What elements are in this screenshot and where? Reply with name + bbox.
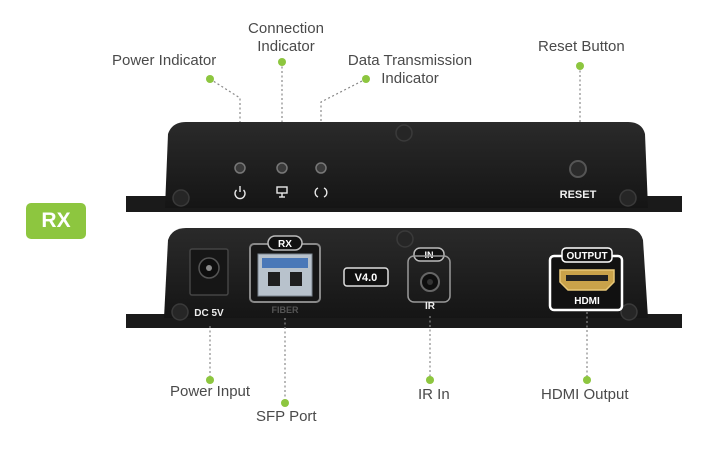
sfp-port-label: SFP Port [256, 408, 317, 425]
sfp-tag: RX [278, 239, 292, 250]
data-transmission-icon [314, 187, 328, 198]
sfp-port-dot [281, 399, 289, 407]
hdmi-tag: OUTPUT [566, 251, 607, 262]
ir-frame [407, 255, 451, 303]
dc-label: DC 5V [194, 308, 224, 319]
bottom-panel: DC 5V RX FIBER V4.0 IN IR OUTPUT HDMI [126, 228, 682, 328]
version-box [343, 267, 389, 287]
connection-indicator-dot [278, 58, 286, 66]
ir-tag: IN [425, 250, 434, 260]
top-screw-top [395, 124, 413, 142]
ir-label: IR [425, 301, 436, 312]
hdmi-label: HDMI [574, 296, 600, 307]
reset-button-label: Reset Button [538, 38, 625, 55]
hdmi-output-label: HDMI Output [541, 386, 629, 403]
power-icon [234, 186, 246, 200]
power-input-dot [206, 376, 214, 384]
reset-label: RESET [560, 189, 597, 201]
data-led [315, 162, 327, 174]
sfp-label: FIBER [272, 305, 300, 315]
connection-led [276, 162, 288, 174]
ir-tag-box [413, 247, 445, 262]
power-led [234, 162, 246, 174]
bottom-screw-top [396, 230, 414, 248]
data-indicator-line2: Indicator [381, 70, 439, 87]
data-indicator-leader [320, 78, 367, 165]
top-dots [206, 58, 584, 83]
reset-button-dot [576, 62, 584, 70]
bottom-screw-right [620, 303, 638, 321]
top-screw-right [619, 189, 637, 207]
ir-in-dot [426, 376, 434, 384]
connection-indicator-line2: Indicator [257, 38, 315, 55]
data-transmission-indicator-label: Data Transmission Indicator [342, 52, 478, 88]
top-screw-left [172, 189, 190, 207]
top-panel: RESET [126, 122, 682, 212]
data-indicator-line1: Data Transmission [347, 52, 473, 69]
bottom-dots [206, 376, 591, 407]
power-indicator-dot [206, 75, 214, 83]
sfp-tag-box [267, 235, 303, 251]
power-indicator-label: Power Indicator [112, 52, 217, 69]
hdmi-tag-box [561, 247, 613, 263]
bottom-leader-lines [209, 312, 588, 402]
data-indicator-dot [362, 75, 370, 83]
connection-indicator-line1: Connection [248, 20, 324, 37]
connection-icon [276, 186, 288, 198]
version-label: V4.0 [355, 272, 378, 284]
reset-button[interactable] [569, 160, 587, 178]
power-input-label: Power Input [170, 383, 251, 400]
connection-indicator-label: Connection Indicator [238, 20, 334, 56]
bottom-screw-left [171, 303, 189, 321]
hdmi-output-dot [583, 376, 591, 384]
rx-badge: RX [26, 203, 86, 239]
ir-in-label: IR In [418, 386, 450, 403]
